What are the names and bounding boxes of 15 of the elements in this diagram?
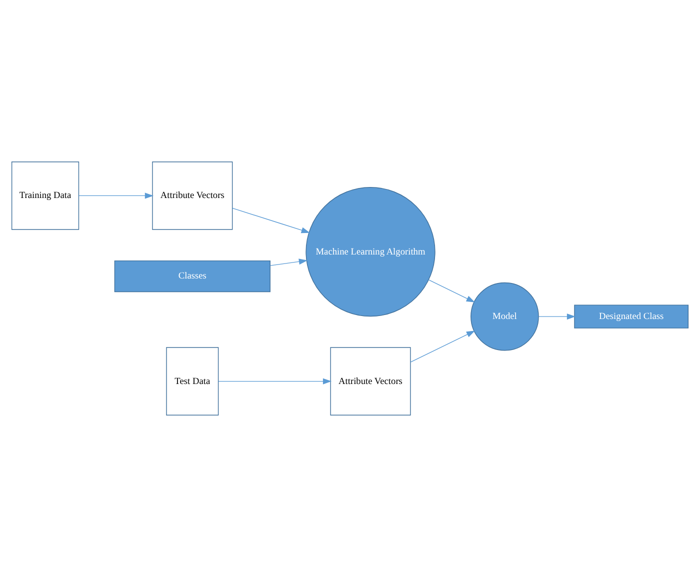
node-box: Attribute Vectors bbox=[152, 161, 233, 230]
node-circle: Model bbox=[470, 282, 539, 350]
node-box: Attribute Vectors bbox=[330, 346, 411, 415]
node-box: Test Data bbox=[166, 346, 219, 415]
node-box: Training Data bbox=[11, 161, 80, 230]
node-circle: Machine Learning Algorithm bbox=[306, 186, 436, 316]
arrow bbox=[232, 207, 310, 233]
node-box: Classes bbox=[114, 260, 270, 292]
arrow bbox=[410, 330, 476, 362]
node-box: Designated Class bbox=[574, 304, 689, 328]
arrow bbox=[428, 278, 476, 302]
arrow bbox=[218, 378, 332, 384]
arrow bbox=[78, 192, 154, 198]
arrow bbox=[538, 313, 576, 320]
arrow bbox=[270, 258, 308, 266]
